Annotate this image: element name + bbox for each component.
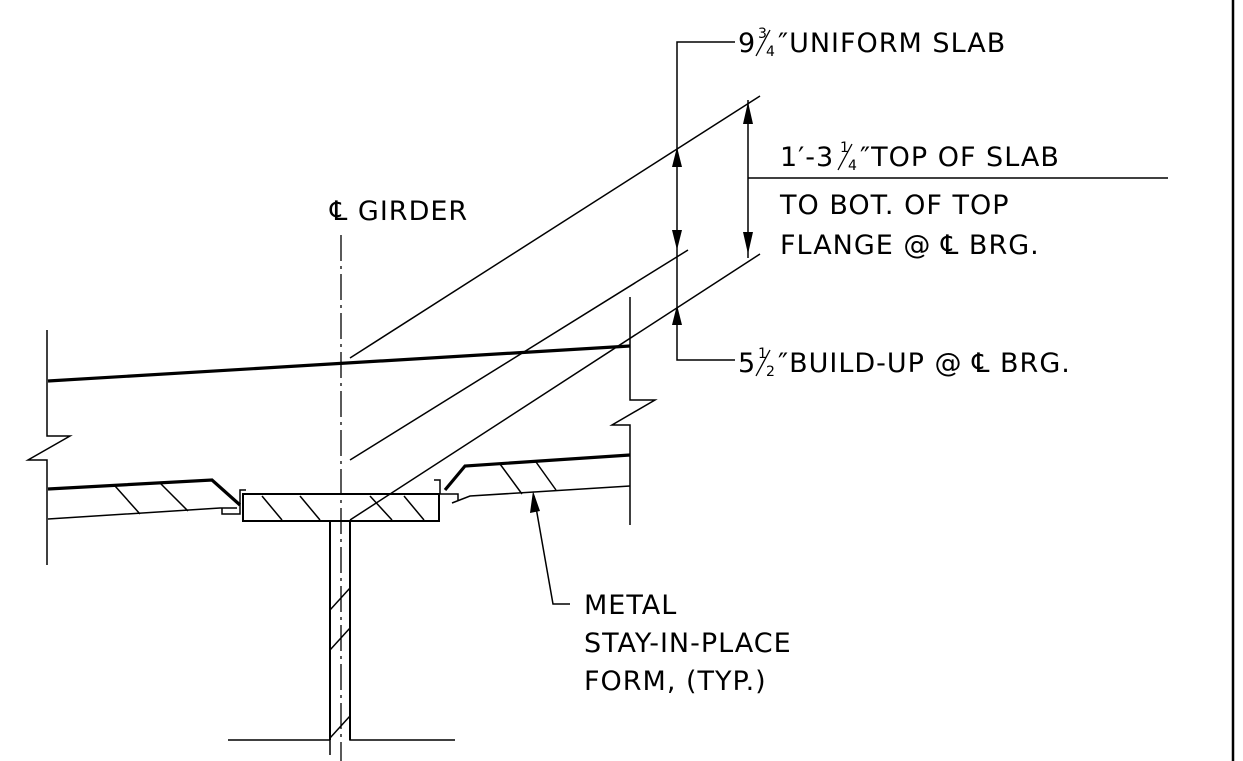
label-uniform-slab: 9 3 4 ″UNIFORM SLAB (738, 26, 1006, 60)
svg-text:1′-3: 1′-3 (780, 142, 834, 173)
left-break-line (25, 330, 73, 565)
form-lower-right (451, 485, 631, 504)
arrow-uniform-top-down (672, 147, 682, 167)
label-form-line3: FORM, (TYP.) (584, 666, 767, 697)
svg-text:5: 5 (738, 348, 756, 379)
label-to-bot-line1: TO BOT. OF TOP (779, 190, 1009, 221)
arrow-buildup-up (672, 305, 682, 325)
form-leader-line (533, 495, 570, 605)
svg-text:4: 4 (766, 44, 775, 60)
svg-text:1: 1 (840, 140, 849, 156)
arrow-top-slab-down (743, 232, 753, 254)
form-clip-left (221, 489, 246, 515)
svg-text:″TOP OF SLAB: ″TOP OF SLAB (860, 142, 1060, 173)
uniform-slab-leader (676, 41, 735, 361)
slab-bottom-left (47, 478, 242, 507)
form-lower-left (47, 507, 237, 520)
right-break-line (609, 297, 658, 525)
svg-text:1: 1 (758, 346, 767, 362)
svg-text:″BUILD-UP @ ℄ BRG.: ″BUILD-UP @ ℄ BRG. (778, 348, 1071, 379)
svg-text:3: 3 (758, 26, 767, 42)
svg-text:9: 9 (738, 28, 756, 59)
svg-text:″UNIFORM SLAB: ″UNIFORM SLAB (778, 28, 1006, 59)
label-top-of-slab: 1′-3 1 4 ″TOP OF SLAB (780, 140, 1060, 174)
projection-uniform-slab (349, 249, 689, 461)
projection-top-of-slab (349, 95, 761, 359)
label-cl-girder: ℄ GIRDER (329, 196, 468, 227)
projection-bot-flange (349, 253, 761, 521)
svg-text:4: 4 (848, 158, 857, 174)
label-form-line1: METAL (584, 590, 677, 621)
label-form-line2: STAY-IN-PLACE (584, 628, 792, 659)
top-of-slab-line (47, 344, 631, 383)
slab-bottom-right (443, 453, 631, 492)
arrow-form-leader (530, 491, 540, 513)
web-bottom-break (228, 739, 331, 755)
svg-text:2: 2 (766, 364, 775, 380)
web-bottom-break-right (349, 720, 455, 741)
form-hatch-right (499, 461, 557, 495)
label-to-bot-line2: FLANGE @ ℄ BRG. (780, 230, 1040, 261)
arrow-uniform-bottom-up (672, 230, 682, 250)
label-build-up: 5 1 2 ″BUILD-UP @ ℄ BRG. (738, 346, 1071, 380)
web-hatch (329, 587, 351, 739)
arrow-top-slab-up (743, 102, 753, 124)
form-hatch-left (114, 482, 189, 515)
flange-hatch (261, 495, 425, 521)
